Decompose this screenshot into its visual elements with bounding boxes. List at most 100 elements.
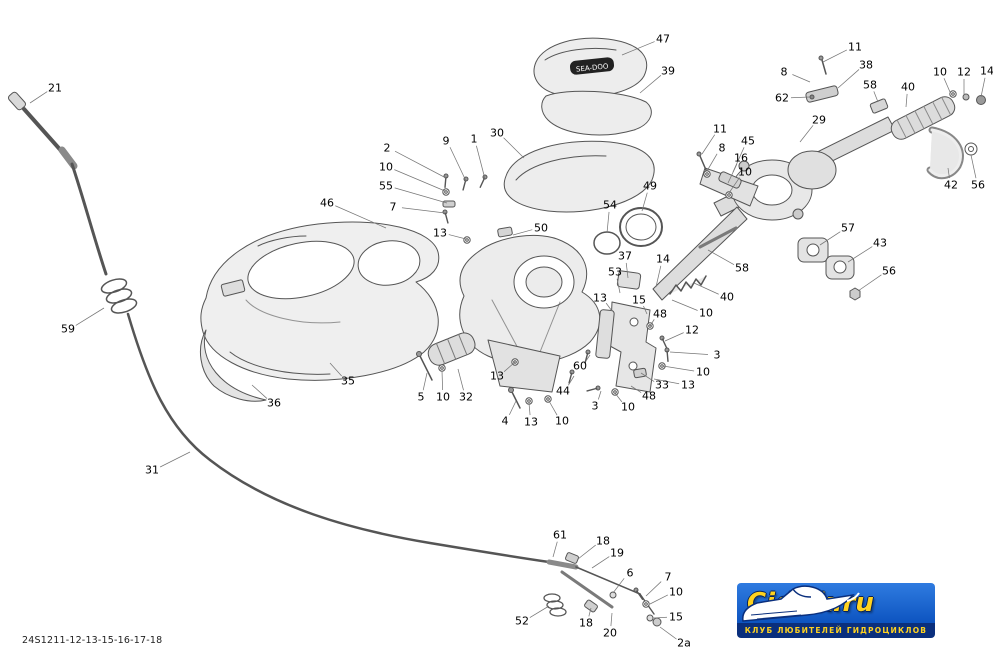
- callout-label: 49: [643, 180, 657, 193]
- callout-leader-line: [790, 96, 811, 99]
- callout-leader-line: [616, 278, 621, 294]
- callout-leader-line: [662, 365, 695, 372]
- callout-leader-line: [588, 607, 592, 617]
- callout-label: 8: [781, 66, 788, 79]
- callout-leader-line: [980, 77, 986, 98]
- callout-label: 62: [775, 92, 789, 105]
- callout-label: 16: [734, 152, 748, 165]
- callout-label: 42: [944, 179, 958, 192]
- callout-leader-line: [512, 229, 533, 236]
- callout-leader-line: [508, 400, 517, 416]
- callout-label: 60: [573, 360, 587, 373]
- callout-leader-line: [606, 211, 610, 234]
- callout-label: 10: [379, 161, 393, 174]
- drawing-number: 24S1211-12-13-15-16-17-18: [22, 635, 163, 646]
- callout-leader-line: [641, 192, 648, 212]
- steering-support: [459, 207, 663, 393]
- callout-leader-lines: [29, 41, 986, 640]
- callout-label: 30: [490, 127, 504, 140]
- callout-leader-line: [529, 605, 550, 618]
- callout-leader-line: [819, 231, 841, 246]
- callout-leader-line: [701, 134, 716, 155]
- callout-leader-line: [625, 262, 629, 279]
- watermark-banner: Cidrik.ru: [737, 583, 935, 623]
- callout-label: 13: [593, 292, 607, 305]
- callout-leader-line: [693, 282, 719, 295]
- callout-leader-line: [792, 74, 811, 83]
- callout-leader-line: [653, 378, 680, 385]
- callout-label: 10: [933, 66, 947, 79]
- callout-leader-line: [857, 274, 882, 292]
- callout-label: 13: [490, 370, 504, 383]
- seadoo-logo-text: SEA-DOO: [576, 62, 610, 73]
- callout-label: 10: [738, 166, 752, 179]
- callout-label: 43: [873, 237, 887, 250]
- callout-leader-line: [448, 234, 467, 240]
- callout-label: 44: [556, 385, 570, 398]
- callout-label: 38: [859, 59, 873, 72]
- callout-leader-line: [621, 41, 655, 56]
- callout-label: 3: [592, 400, 599, 413]
- callout-label: 54: [603, 199, 617, 212]
- callout-leader-line: [905, 93, 908, 108]
- callout-label: 21: [48, 82, 62, 95]
- callout-leader-line: [970, 154, 977, 179]
- callout-leader-line: [664, 332, 684, 342]
- jetski-icon: [742, 585, 860, 622]
- callout-leader-line: [837, 69, 860, 89]
- callout-label: 20: [603, 627, 617, 640]
- callout-label: 9: [443, 135, 450, 148]
- callout-label: 13: [433, 227, 447, 240]
- callout-leader-line: [630, 385, 642, 393]
- callout-leader-line: [873, 91, 879, 103]
- callout-label: 10: [621, 401, 635, 414]
- watermark-tagline: КЛУБ ЛЮБИТЕЛЕЙ ГИДРОЦИКЛОВ: [737, 623, 935, 638]
- callout-leader-line: [612, 578, 625, 594]
- callout-label: 10: [436, 391, 450, 404]
- steering-column-lower: [508, 301, 676, 409]
- callout-leader-line: [728, 177, 740, 194]
- callout-label: 10: [669, 586, 683, 599]
- handlebar-cover: [200, 221, 440, 402]
- callout-leader-line: [614, 392, 623, 403]
- callout-label: 35: [341, 375, 355, 388]
- callout-label: 59: [61, 323, 75, 336]
- callout-label: 14: [980, 65, 993, 78]
- callout-leader-line: [659, 626, 677, 640]
- callout-label: 3: [714, 349, 721, 362]
- callout-leader-line: [847, 246, 873, 263]
- callout-label: 58: [863, 79, 877, 92]
- callout-leader-line: [528, 402, 531, 416]
- callout-leader-line: [449, 147, 467, 182]
- callout-label: 46: [320, 197, 334, 210]
- callout-leader-line: [394, 169, 446, 192]
- grip-cylinder: [416, 332, 476, 381]
- callout-leader-line: [643, 305, 648, 315]
- callout-leader-line: [552, 541, 558, 558]
- callout-leader-line: [649, 594, 668, 605]
- throttle-cable-assembly: [7, 91, 551, 564]
- callout-label: 36: [267, 397, 281, 410]
- callout-label: 56: [971, 179, 985, 192]
- callout-label: 19: [610, 547, 624, 560]
- callout-leader-line: [640, 372, 655, 382]
- watermark: Cidrik.ru КЛУБ ЛЮБИТЕЛЕЙ ГИДРОЦИКЛОВ: [737, 583, 935, 640]
- callout-leader-line: [585, 354, 591, 362]
- callout-leader-line: [799, 125, 814, 143]
- callout-label: 56: [882, 265, 896, 278]
- callout-leader-line: [649, 319, 655, 327]
- callout-label: 14: [656, 253, 670, 266]
- callout-leader-line: [577, 544, 596, 560]
- callout-leader-line: [597, 390, 602, 400]
- callout-label: 6: [627, 567, 634, 580]
- callout-label: 15: [669, 611, 683, 624]
- callout-leader-line: [422, 372, 428, 391]
- callout-label: 7: [665, 571, 672, 584]
- callout-label: 1: [471, 133, 478, 146]
- callout-leader-line: [476, 145, 486, 180]
- callout-leader-line: [707, 249, 735, 266]
- callout-label: 10: [555, 415, 569, 428]
- callout-label: 47: [656, 33, 670, 46]
